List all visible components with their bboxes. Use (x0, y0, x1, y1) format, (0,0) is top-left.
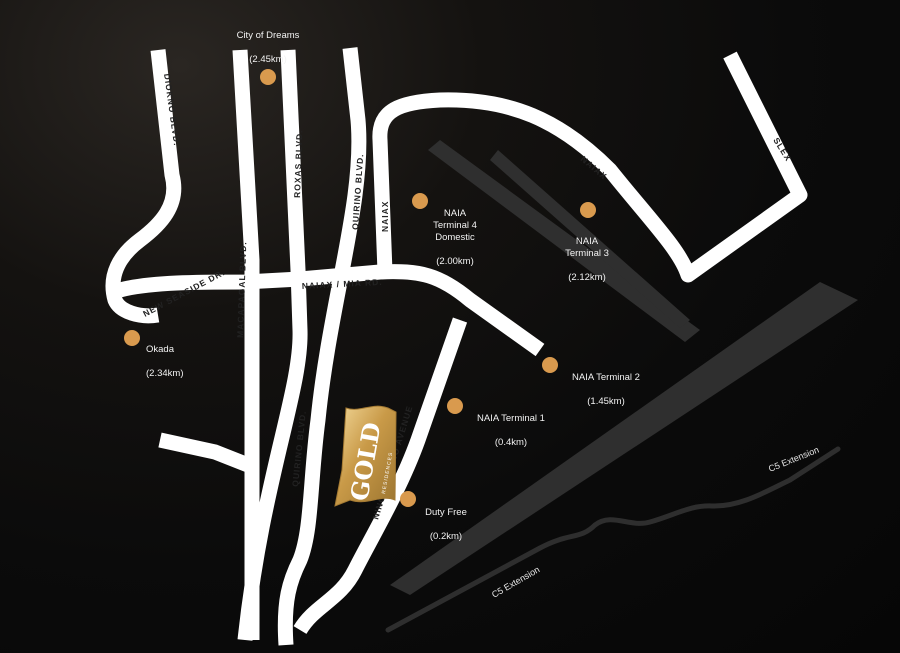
road-label-roxas: ROXAS BLVD. (292, 129, 304, 198)
gold-residences-logo: GOLD RESIDENCES (334, 405, 397, 507)
poi-distance: (2.34km) (146, 368, 184, 379)
poi-naia-t2: NAIA Terminal 2 (1.45km) (560, 360, 652, 408)
runway-terminal-area (428, 140, 700, 342)
poi-duty-free: Duty Free (0.2km) (418, 495, 474, 543)
poi-marker-duty-free[interactable] (400, 491, 416, 507)
poi-marker-naia-t2[interactable] (542, 357, 558, 373)
poi-name: NAIA Terminal 3 (565, 236, 609, 259)
poi-naia-t1: NAIA Terminal 1 (0.4km) (466, 401, 556, 449)
runway-secondary (490, 150, 690, 328)
quirino-blvd (277, 47, 367, 646)
local-connector (158, 432, 251, 472)
poi-marker-naia-t1[interactable] (447, 398, 463, 414)
road-label-new-seaside: NEW SEASIDE DR. (141, 267, 226, 319)
road-label-naiax-mia: NAIAX / MIA RD. (302, 277, 383, 291)
road-label-macapagal: MACAPAGAL BLVD. (235, 241, 248, 338)
poi-distance: (2.00km) (436, 256, 474, 267)
c5-extension-road (385, 446, 841, 633)
runway-main (390, 282, 858, 595)
poi-distance: (2.45km) (249, 54, 287, 65)
poi-distance: (0.2km) (429, 531, 463, 542)
poi-marker-naia-t4[interactable] (412, 193, 428, 209)
diokno-blvd (105, 49, 182, 324)
macapagal-blvd (232, 49, 260, 640)
poi-city-of-dreams: City of Dreams (2.45km) (218, 18, 318, 66)
poi-name: Duty Free (425, 507, 467, 518)
poi-marker-city-of-dreams[interactable] (260, 69, 276, 85)
ninoy-aquino-ave (293, 317, 468, 635)
poi-name: NAIA Terminal 1 (477, 413, 545, 424)
new-seaside-naiax-mia-rd (118, 264, 545, 357)
poi-marker-naia-t3[interactable] (580, 202, 596, 218)
poi-marker-okada[interactable] (124, 330, 140, 346)
poi-name: NAIA Terminal 2 (572, 372, 640, 383)
poi-name: Okada (146, 344, 174, 355)
naiax-loop (372, 51, 808, 283)
poi-naia-t4: NAIA Terminal 4 Domestic (2.00km) (416, 196, 494, 268)
poi-naia-t3: NAIA Terminal 3 (2.12km) (548, 224, 626, 284)
road-label-c5-right: C5 Extension (767, 445, 820, 474)
poi-name: City of Dreams (236, 30, 300, 41)
road-label-naiax-vertical: NAIAX (380, 201, 390, 232)
poi-okada: Okada (2.34km) (146, 332, 216, 380)
poi-name: NAIA Terminal 4 Domestic (433, 208, 477, 243)
poi-distance: (1.45km) (587, 396, 625, 407)
roxas-blvd (237, 49, 308, 641)
poi-distance: (2.12km) (568, 272, 606, 283)
poi-distance: (0.4km) (494, 437, 528, 448)
